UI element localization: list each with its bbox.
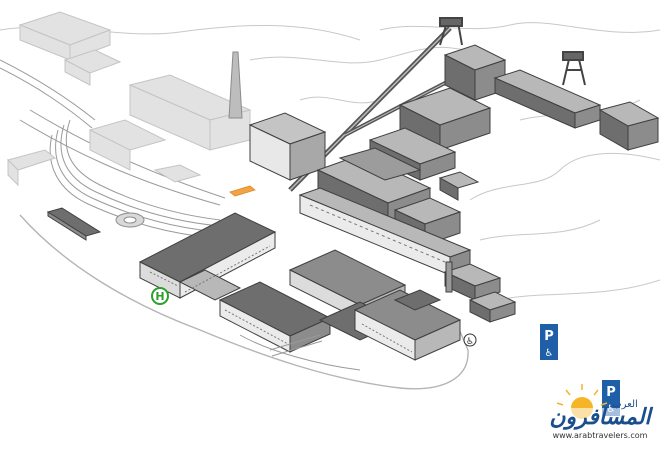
parking-label: P: [606, 385, 616, 400]
chimney: [228, 51, 243, 119]
turntable: [115, 212, 145, 228]
parking-wheelchair-label: ♿: [545, 348, 554, 359]
shaft-building-complex: [443, 44, 660, 151]
parking-label: P: [544, 329, 554, 344]
watermark-small-text: العرب: [612, 399, 638, 410]
walkway: [229, 185, 256, 197]
headframes: [439, 17, 586, 86]
footpaths: [239, 334, 361, 371]
wheelchair-icon: ♿: [463, 333, 477, 347]
site-boundary: [19, 214, 469, 390]
wheelchair-label: ♿: [466, 337, 474, 347]
watermark-url: www.arabtravelers.com: [553, 431, 648, 440]
bus-stop-label: H: [155, 290, 164, 303]
watermark-logo: المسافرون العرب www.arabtravelers.com: [545, 384, 655, 440]
small-outbuildings: [443, 261, 517, 323]
processing-buildings: [248, 87, 492, 246]
bus-stop-icon: H: [151, 287, 169, 305]
faded-buildings: [7, 11, 252, 187]
watermark-script-text: المسافرون: [549, 405, 653, 430]
terrain-contours: [0, 22, 660, 301]
storage-sheds: [46, 207, 102, 241]
courtyard-complex: [138, 212, 462, 361]
parking-icon: P ♿: [540, 324, 558, 360]
